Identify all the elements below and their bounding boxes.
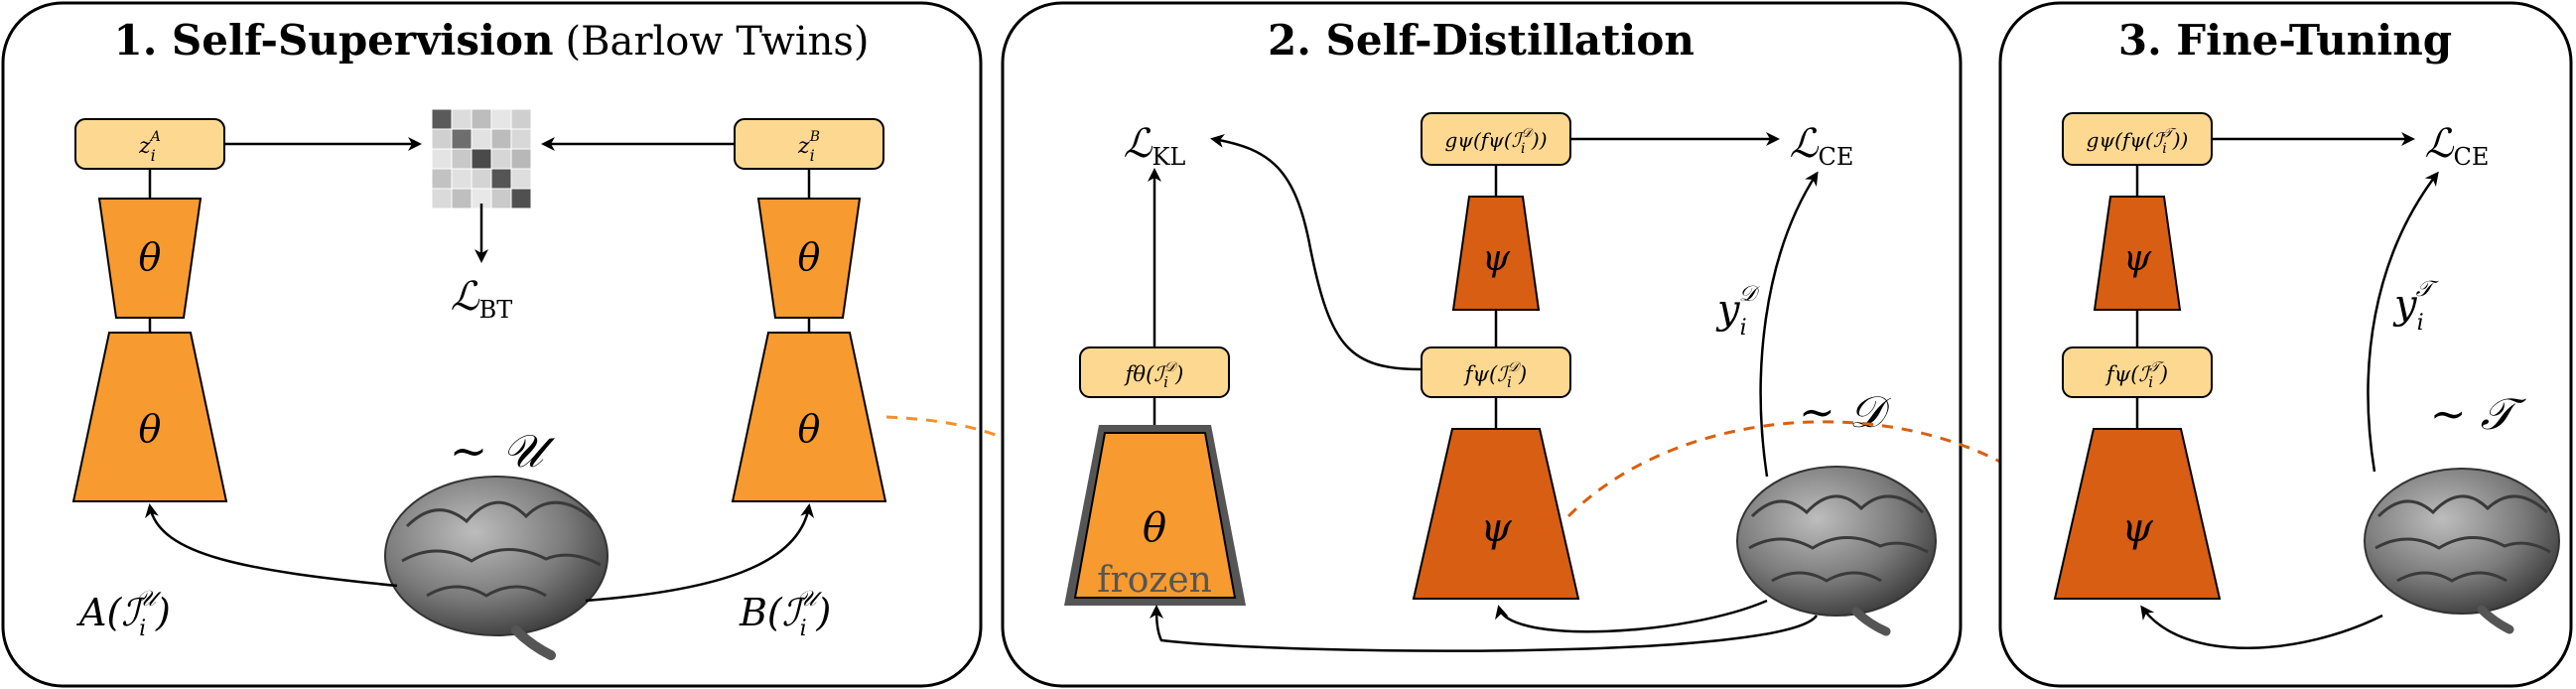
matrix-cell: [490, 168, 512, 190]
arrow-fpsi-to-kl: [1210, 133, 1423, 371]
panel-frame: [1, 1, 983, 688]
augmentation-b: B(ℐi𝒰): [739, 587, 831, 641]
matrix-cell: [451, 188, 473, 209]
label-y-d: yi𝒟: [1715, 282, 1761, 341]
loss-kl: ℒKL: [1124, 121, 1186, 171]
f-psi-label: fψ(ℐi𝒯): [2104, 359, 2168, 391]
z-a-label: ziA: [138, 129, 161, 165]
g-psi-label: gψ(fψ(ℐi𝒯)): [2087, 126, 2189, 157]
frozen-teacher: θ frozen fθ(ℐi𝒟): [1064, 168, 1246, 606]
matrix-cell: [510, 168, 532, 190]
sample-dist-t: ~ 𝒯: [2430, 389, 2527, 440]
arrow-brain-to-student: [1495, 599, 1768, 633]
theta-label: θ: [798, 235, 821, 279]
arrow-brain-to-network: [2140, 605, 2383, 649]
matrix-cell: [510, 128, 532, 150]
encoder-trapezoid-b: [731, 332, 887, 502]
matrix-cell: [471, 128, 492, 150]
panel-fine-tuning: 3. Fine-Tuning gψ(fψ(ℐi𝒯)) ψ fψ(ℐi𝒯) ψ ℒ…: [1998, 1, 2573, 688]
matrix-cell: [471, 168, 492, 190]
psi-label: ψ: [1480, 505, 1512, 551]
matrix-cell: [490, 108, 512, 130]
arrow-brain-to-right-encoder: [585, 503, 815, 603]
matrix-cell: [431, 168, 453, 190]
encoder-trapezoid-psi: [1412, 428, 1580, 600]
loss-ce: ℒCE: [2425, 121, 2490, 171]
f-psi-label: fψ(ℐi𝒟): [1463, 359, 1528, 391]
theta-label: θ: [139, 235, 162, 279]
right-encoder: ziB θ θ: [731, 118, 887, 502]
loss-bt: ℒBT: [451, 274, 512, 324]
matrix-cell: [451, 108, 473, 130]
panel-self-distillation: 2. Self-Distillation θ frozen fθ(ℐi𝒟) ℒK…: [1001, 1, 1963, 688]
matrix-cell: [431, 188, 453, 209]
cross-correlation-matrix: [431, 108, 532, 209]
frozen-label: frozen: [1097, 560, 1212, 601]
sample-dist-d: ~ 𝒟: [1799, 387, 1892, 438]
loss-ce: ℒCE: [1790, 121, 1854, 171]
panel-title: 2. Self-Distillation: [1268, 16, 1695, 65]
brain-image-d: [1736, 466, 1937, 636]
brain-image-u: [384, 476, 609, 660]
panel-title: 1. Self-Supervision (Barlow Twins): [113, 16, 869, 65]
finetune-network: gψ(fψ(ℐi𝒯)) ψ fψ(ℐi𝒯) ψ: [2053, 112, 2222, 600]
matrix-cell: [510, 188, 532, 209]
matrix-cell: [490, 148, 512, 170]
arrow-brain-to-label: [2367, 171, 2439, 473]
projector-trapezoid-b: [756, 198, 862, 319]
panel-title: 3. Fine-Tuning: [2118, 16, 2452, 65]
encoder-trapezoid-a: [71, 332, 228, 502]
teacher-encoder-trapezoid: [1073, 432, 1237, 599]
theta-label: θ: [139, 407, 162, 451]
head-trapezoid-psi: [1451, 196, 1541, 311]
matrix-cell: [431, 108, 453, 130]
theta-label: θ: [798, 407, 821, 451]
arrow-brain-to-left-encoder: [145, 503, 398, 588]
matrix-cell: [451, 128, 473, 150]
matrix-cell: [471, 148, 492, 170]
theta-label: θ: [1143, 505, 1166, 551]
psi-label: ψ: [2123, 238, 2152, 279]
arrow-brain-to-label: [1759, 171, 1819, 478]
matrix-cell: [490, 128, 512, 150]
head-trapezoid-psi: [2093, 196, 2182, 311]
arrow-brain-to-teacher: [1150, 605, 1819, 652]
matrix-cell: [471, 108, 492, 130]
matrix-cell: [451, 168, 473, 190]
matrix-cell: [490, 188, 512, 209]
augmentation-a: A(ℐi𝒰): [76, 587, 171, 641]
student-network: gψ(fψ(ℐi𝒟)) ψ fψ(ℐi𝒟) ψ: [1412, 112, 1580, 600]
psi-label: ψ: [1482, 238, 1511, 279]
psi-label: ψ: [2121, 505, 2153, 551]
matrix-cell: [451, 148, 473, 170]
f-theta-label: fθ(ℐi𝒟): [1124, 359, 1184, 391]
projector-trapezoid-a: [97, 198, 203, 319]
matrix-cell: [431, 148, 453, 170]
matrix-cell: [510, 148, 532, 170]
panel-self-supervision: 1. Self-Supervision (Barlow Twins) ziA θ…: [1, 1, 983, 688]
sample-dist-u: ~ 𝒰: [450, 424, 556, 478]
panel-frame: [1001, 1, 1963, 688]
g-psi-label: gψ(fψ(ℐi𝒟)): [1444, 126, 1547, 157]
z-b-label: ziB: [797, 129, 820, 165]
matrix-cell: [510, 108, 532, 130]
matrix-cell: [431, 128, 453, 150]
brain-image-t: [2364, 468, 2560, 634]
encoder-trapezoid-psi: [2053, 428, 2222, 600]
